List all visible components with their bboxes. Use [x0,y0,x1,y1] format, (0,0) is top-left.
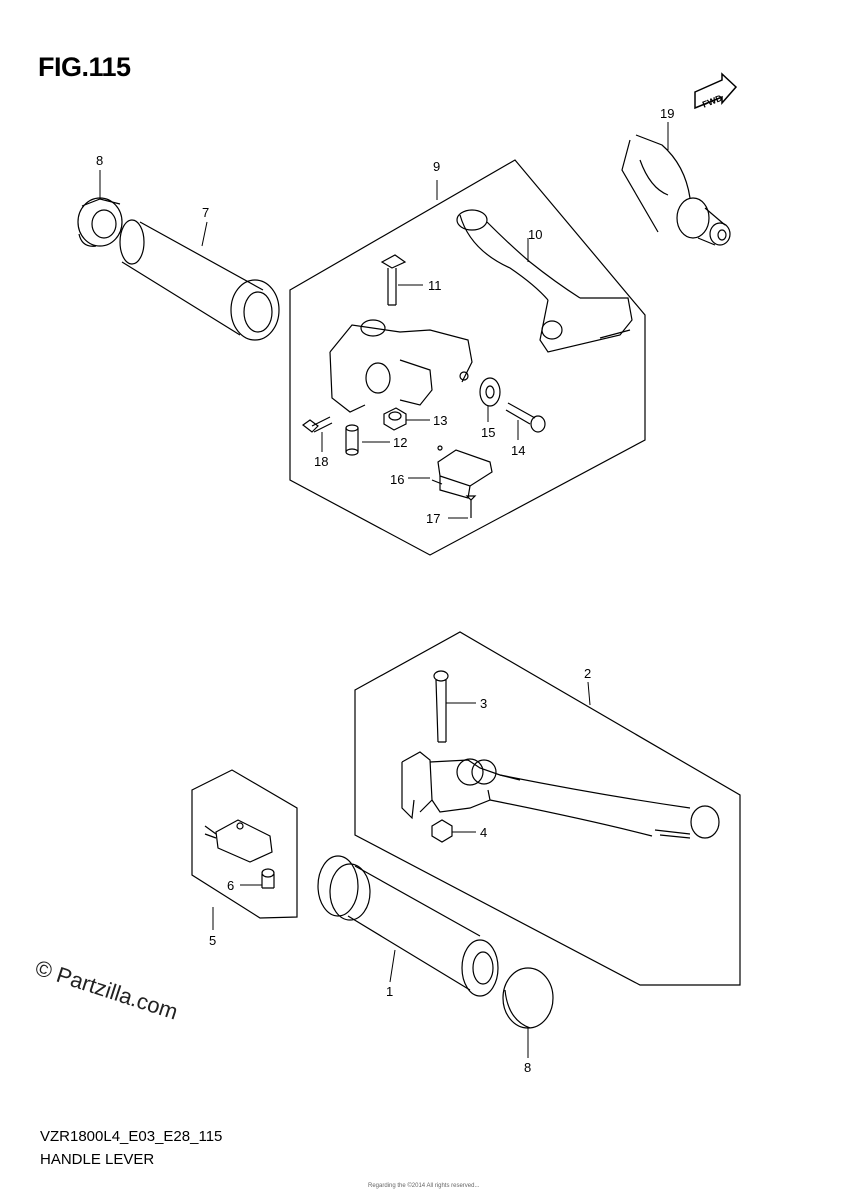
callout-5: 5 [209,933,216,948]
section-name: HANDLE LEVER [40,1151,155,1168]
front-stop-switch [204,819,273,863]
adjuster-wheel [479,377,501,407]
bolt-18 [301,416,333,433]
handlebar-end-cap-bottom [502,967,554,1029]
collar-12 [345,424,359,456]
fwd-arrow-icon [694,72,738,110]
handlebar-end-weight-top [77,197,123,247]
callout-14: 14 [511,443,525,458]
throttle-grip [317,855,499,997]
screw-6 [261,868,275,889]
callout-1: 1 [386,984,393,999]
callout-12: 12 [393,435,407,450]
callout-4: 4 [480,825,487,840]
callout-7: 7 [202,205,209,220]
callout-6: 6 [227,878,234,893]
pivot-bolt [380,254,407,306]
callout-18: 18 [314,454,328,469]
kit-5-outline [191,769,298,919]
lever-holder [329,319,473,413]
clutch-switch [431,445,493,499]
nut-4 [431,819,453,843]
figure-title: FIG.115 [38,52,131,82]
callout-8-top: 8 [96,153,103,168]
nut-13 [383,407,407,431]
handle-grip-left [119,219,280,341]
adjuster-bolt [505,402,546,433]
callout-2: 2 [584,666,591,681]
callout-16: 16 [390,472,404,487]
model-code: VZR1800L4_E03_E28_115 [40,1128,223,1145]
brake-lever [401,751,720,839]
clutch-lever [456,209,633,353]
screw-17 [465,495,477,518]
callout-13: 13 [433,413,447,428]
callout-11: 11 [428,278,442,293]
callout-8-bottom: 8 [524,1060,531,1075]
lever-guard [621,134,731,246]
callout-19: 19 [660,106,674,121]
kit-9-outline [289,159,646,556]
callout-10: 10 [528,227,542,242]
pivot-bolt-3 [433,670,449,743]
fine-print: Regarding the ©2014 All rights reserved.… [368,1183,480,1189]
callout-9: 9 [433,159,440,174]
kit-2-outline [354,631,741,986]
callout-15: 15 [481,425,495,440]
callout-3: 3 [480,696,487,711]
leader-lines [99,122,669,1058]
callout-17: 17 [426,511,440,526]
